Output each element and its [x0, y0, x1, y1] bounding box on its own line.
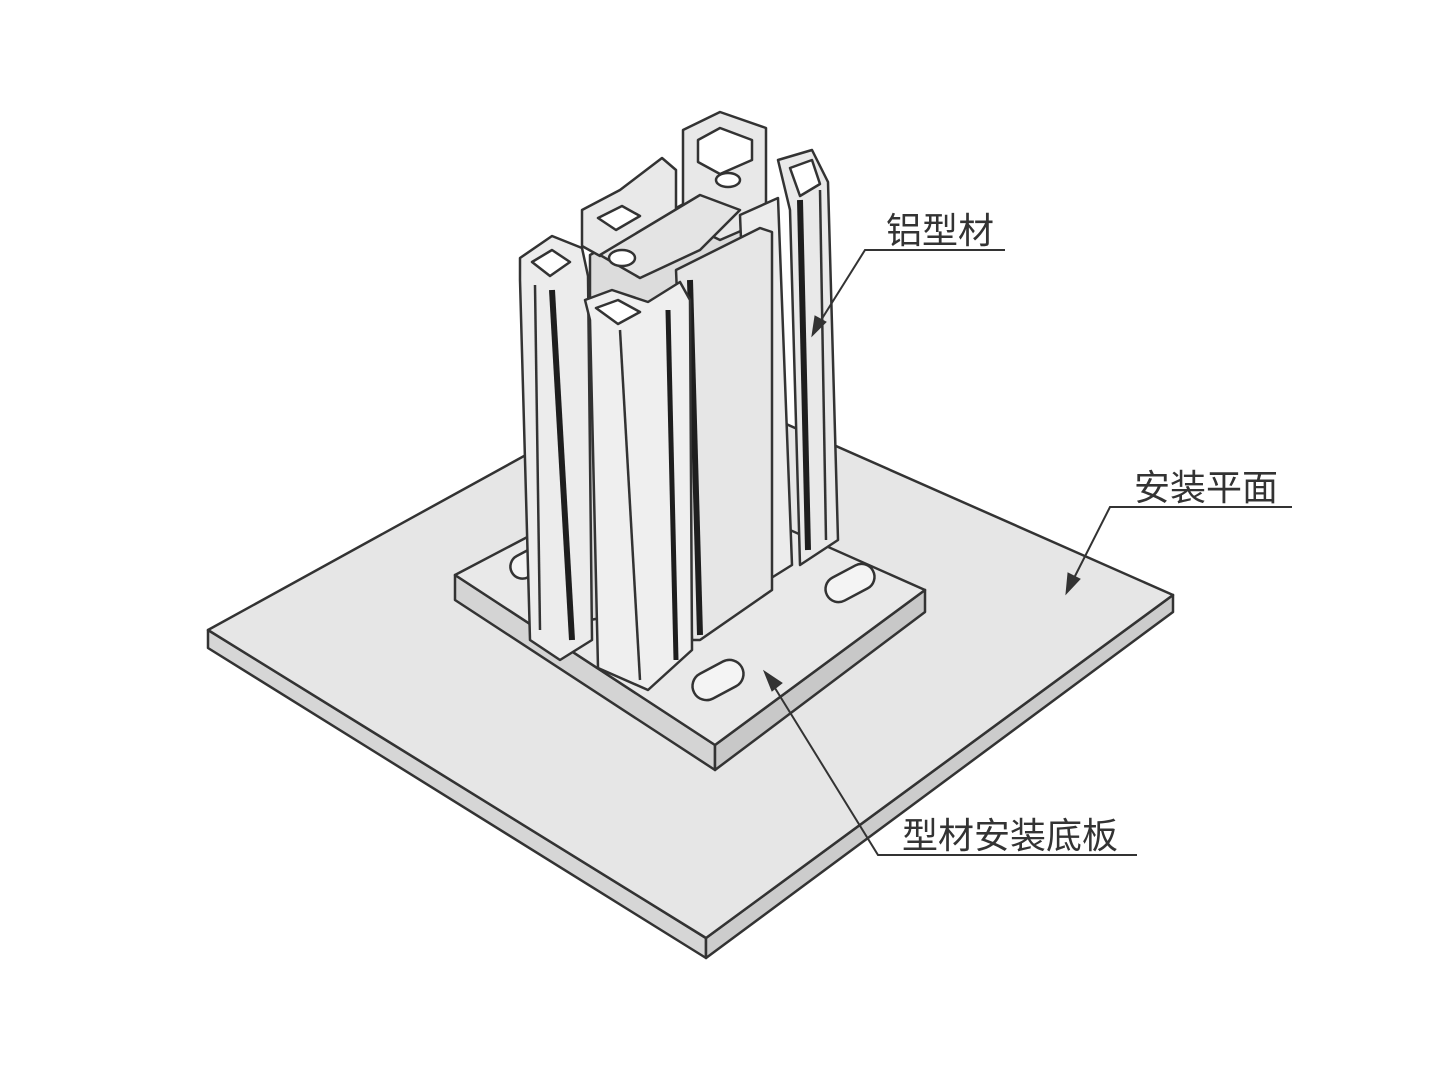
- profile-left-lobe: [518, 234, 594, 662]
- callout-aluminum-profile: 铝型材: [811, 211, 1005, 338]
- slot-hole-right: [824, 562, 876, 604]
- profile-front-lobe: [583, 280, 694, 692]
- center-bore: [607, 248, 637, 268]
- callout-profile-mounting-base-plate: 型材安装底板: [762, 669, 1137, 857]
- label-mounting-surface: 安装平面: [1134, 468, 1278, 509]
- profile-right-lobe: [776, 148, 840, 567]
- profile-rear-left-lobe: [580, 156, 678, 258]
- slot-hole-front: [691, 658, 745, 702]
- label-profile-mounting-base-plate: 型材安装底板: [902, 816, 1118, 857]
- callout-mounting-surface: 安装平面: [1065, 468, 1292, 596]
- arrowhead: [1065, 572, 1081, 596]
- arrowhead: [762, 669, 783, 692]
- profile-center-web: [598, 171, 742, 280]
- center-bore-rear: [714, 171, 742, 189]
- label-aluminum-profile: 铝型材: [886, 211, 994, 252]
- arrowhead: [811, 315, 827, 338]
- aluminum-profile-column: [518, 110, 840, 692]
